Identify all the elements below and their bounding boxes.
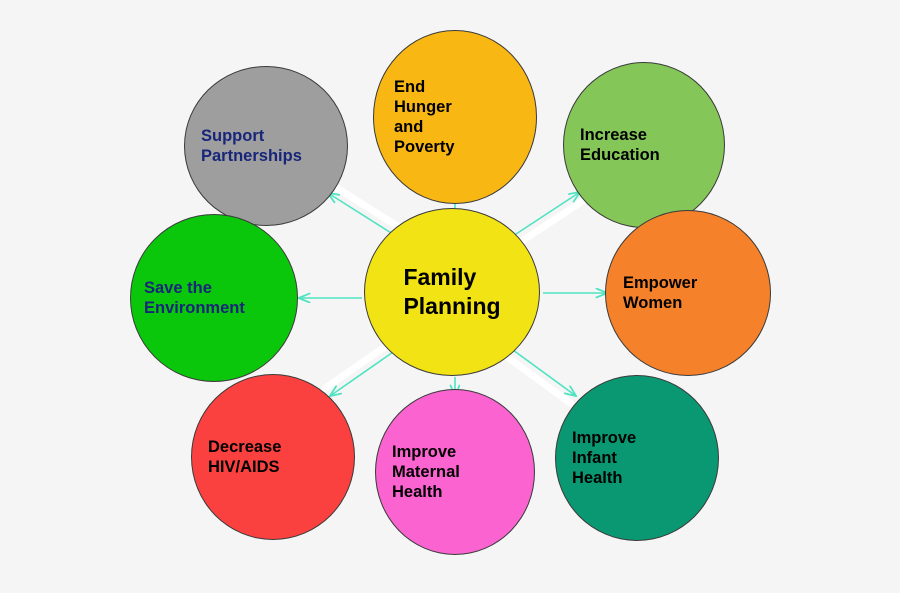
arrow-up-right [512, 192, 580, 237]
node-improve-infant-health[interactable]: Improve Infant Health [555, 375, 719, 541]
node-decrease-hiv-aids[interactable]: Decrease HIV/AIDS [191, 374, 355, 540]
node-family-planning[interactable]: Family Planning [364, 208, 540, 376]
node-label-empower-women: Empower Women [623, 273, 698, 312]
arrow-up-left [328, 193, 397, 237]
node-label-family-planning: Family Planning [403, 264, 501, 319]
arrow-shadow [504, 353, 575, 407]
node-save-the-environment[interactable]: Save the Environment [130, 214, 298, 382]
arrow-down-left [330, 349, 397, 396]
arrow-down-right [512, 349, 576, 396]
arrow-line-group [299, 187, 607, 396]
arrow-shadow [321, 339, 395, 393]
arrow-shadow-group [321, 181, 589, 407]
arrow-shadow [514, 196, 589, 248]
node-label-improve-infant-health: Improve Infant Health [572, 428, 637, 488]
node-label-support-partnerships: Support Partnerships [201, 126, 302, 165]
node-end-hunger-and-poverty[interactable]: End Hunger and Poverty [373, 30, 537, 204]
node-empower-women[interactable]: Empower Women [605, 210, 771, 376]
arrow-shadow [329, 181, 405, 232]
node-label-increase-education: Increase Education [580, 125, 660, 164]
node-label-improve-maternal-health: Improve Maternal Health [392, 442, 460, 502]
node-label-save-the-environment: Save the Environment [144, 278, 245, 317]
node-label-decrease-hiv-aids: Decrease HIV/AIDS [208, 437, 282, 476]
node-increase-education[interactable]: Increase Education [563, 62, 725, 228]
node-label-end-hunger-and-poverty: End Hunger and Poverty [394, 77, 455, 157]
node-support-partnerships[interactable]: Support Partnerships [184, 66, 348, 226]
node-improve-maternal-health[interactable]: Improve Maternal Health [375, 389, 535, 555]
